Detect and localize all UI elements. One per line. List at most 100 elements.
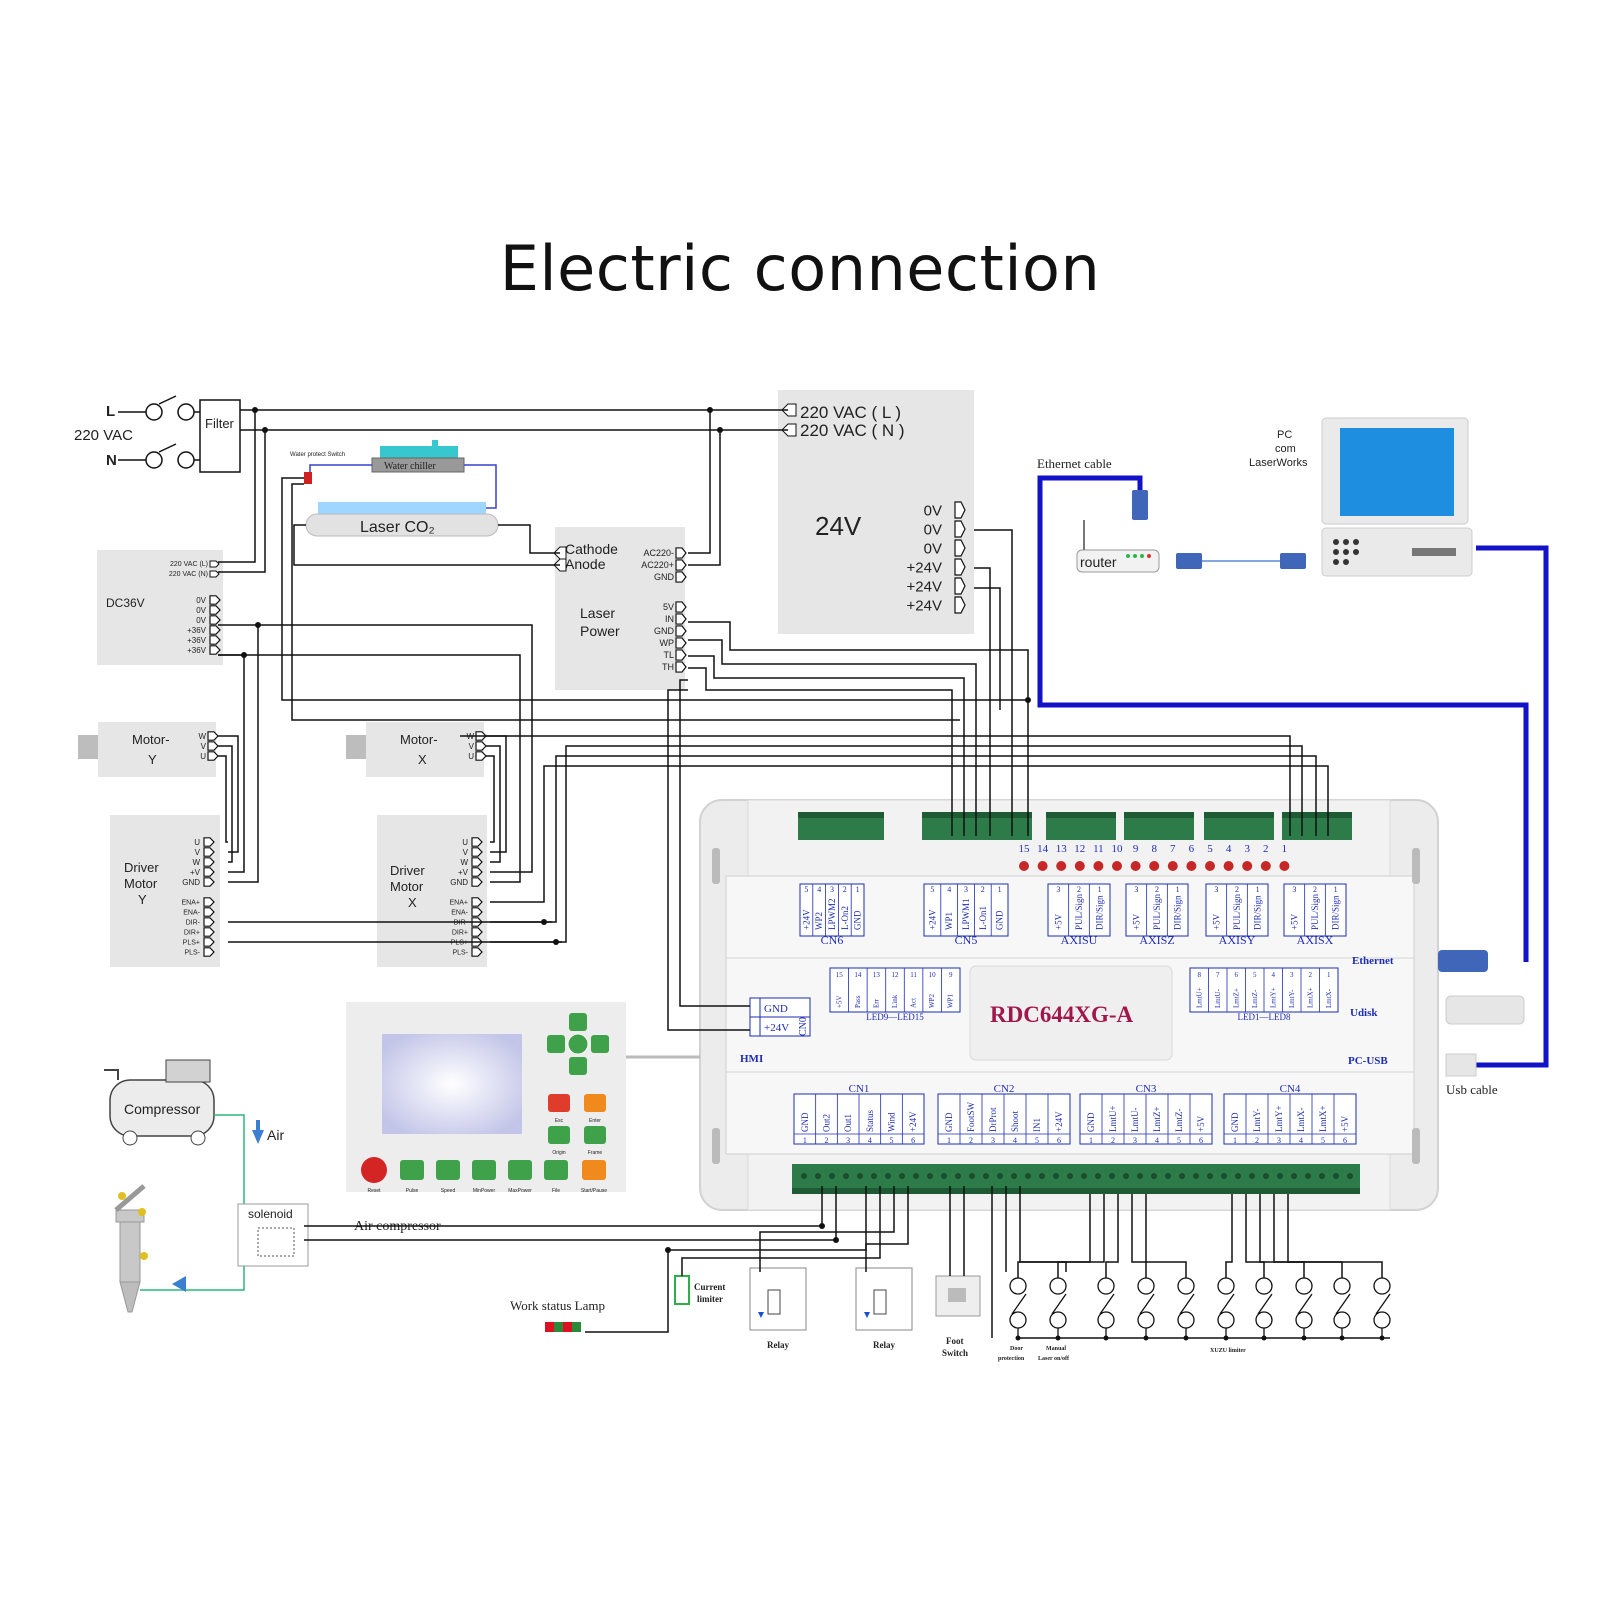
led-number: 5 [1207, 843, 1213, 855]
key-label: Speed [441, 1188, 456, 1194]
dc36-pin-label: +36V [187, 626, 207, 635]
pin-label: LmtY+ [1274, 1105, 1284, 1132]
ethernet-plug-icon [1132, 490, 1148, 520]
pin-number: 6 [1235, 971, 1239, 979]
usb-plug-icon [1445, 1053, 1477, 1077]
pin-connector-icon [475, 741, 487, 751]
pin-label: LmtU- [1214, 988, 1222, 1008]
led-indicator-icon [1149, 861, 1160, 871]
dc36-in-pin-label: 220 VAC (N) [169, 571, 208, 578]
pin-connector-icon [781, 423, 797, 437]
pin-label: LPWM1 [961, 899, 971, 931]
origin-key[interactable] [548, 1126, 570, 1144]
pin-connector-icon [471, 877, 483, 887]
panel-key[interactable] [472, 1160, 496, 1180]
pin-connector-icon [954, 577, 966, 595]
xyzu-limiter-label: XUZU limiter [1210, 1348, 1246, 1354]
dc36-pin-label: +36V [187, 646, 207, 655]
panel-key[interactable] [508, 1160, 532, 1180]
z-u-key[interactable] [567, 1033, 589, 1055]
pin-label: Out1 [843, 1114, 853, 1132]
limit-switch-icon [1255, 1277, 1273, 1341]
pin-label: +24V [1054, 1111, 1064, 1132]
dc36-pin-label: 0V [196, 616, 206, 625]
motor-y-pin-label: U [200, 752, 206, 761]
pin-number: 3 [1277, 1136, 1281, 1145]
pin-connector-icon [954, 558, 966, 576]
pin-connector-icon [954, 596, 966, 614]
driver-x-pin-label: DIR- [454, 919, 469, 926]
pin-connector-icon [209, 625, 221, 635]
pin-number: 1 [998, 885, 1002, 894]
pin-number: 4 [817, 885, 821, 894]
frame-key[interactable] [584, 1126, 606, 1144]
pin-label: Out2 [822, 1114, 832, 1132]
pin-connector-icon [203, 837, 215, 847]
driver-y-pin-label: +V [190, 868, 201, 877]
led-indicator-icon [1019, 861, 1029, 871]
connector-name: CN5 [955, 933, 978, 947]
arrow-key[interactable] [569, 1057, 587, 1075]
pin-connector-icon [209, 595, 221, 605]
pin-connector-icon [209, 570, 220, 578]
pin-number: 4 [1013, 1136, 1017, 1145]
pin-number: 2 [1155, 885, 1159, 894]
arrow-key[interactable] [569, 1013, 587, 1031]
lp-sig-pin-label: WP [660, 638, 675, 648]
led-indicator-icon [1223, 861, 1234, 871]
key-label: MaxPower [508, 1188, 532, 1194]
esc-key[interactable] [548, 1094, 570, 1112]
panel-key[interactable] [544, 1160, 568, 1180]
arrow-key[interactable] [547, 1035, 565, 1053]
pin-label: GND [944, 1112, 954, 1132]
pin-connector-icon [471, 947, 483, 957]
pin-label: DIR/Sign [1253, 895, 1263, 930]
pc-label-1: PC [1277, 429, 1292, 441]
ethernet-port-icon [1438, 950, 1488, 972]
arrow-key[interactable] [591, 1035, 609, 1053]
pc-label-2: com [1275, 443, 1296, 455]
pin-connector-icon [675, 649, 687, 661]
pin-number: 8 [1198, 971, 1202, 979]
panel-key[interactable] [400, 1160, 424, 1180]
driver-x-line2: Motor [390, 879, 424, 894]
motor-x-line2: X [418, 752, 427, 767]
pin-connector-icon [203, 927, 215, 937]
current-limiter-icon [674, 1275, 690, 1305]
pin-number: 4 [947, 885, 951, 894]
panel-key[interactable] [582, 1160, 606, 1180]
limit-switch-icon [1097, 1277, 1115, 1341]
terminal-block [1282, 818, 1352, 840]
relay-label: Relay [873, 1340, 895, 1350]
pin-number: 1 [1334, 885, 1338, 894]
psu-pin-label: +24V [907, 559, 942, 576]
reset-key[interactable] [361, 1157, 387, 1183]
switch-contact-icon [145, 403, 163, 421]
connector-name: CN4 [1280, 1083, 1301, 1095]
pin-label: GND [1230, 1112, 1240, 1132]
mains-l: L [106, 403, 115, 420]
terminal-block [922, 818, 1032, 840]
driver-x-pin-label: PLS- [452, 949, 468, 956]
key-label: MinPower [473, 1188, 496, 1194]
pin-connector-icon [471, 927, 483, 937]
panel-key[interactable] [436, 1160, 460, 1180]
chiller-top-icon [380, 446, 458, 458]
computer-case-icon [1321, 527, 1473, 577]
driver-y-pin-label: ENA- [183, 909, 200, 916]
pin-connector-icon [471, 897, 483, 907]
psu-in-n: 220 VAC ( N ) [800, 421, 905, 440]
key-label: Esc [555, 1118, 564, 1124]
led-indicator-icon [1112, 861, 1122, 871]
motor-y-pin-label: V [201, 742, 207, 751]
led-block: 8LmtU+7LmtU-6LmtZ+5LmtZ-4LmtY+3LmtY-2Lmt… [1189, 967, 1339, 1022]
pin-number: 5 [1321, 1136, 1325, 1145]
enter-key[interactable] [584, 1094, 606, 1112]
key-label: Enter [589, 1118, 601, 1124]
pin-number: 3 [1133, 1136, 1137, 1145]
lp-sig-pin-label: IN [665, 614, 674, 624]
pin-connector-icon [203, 847, 215, 857]
pin-label: DrProt [988, 1107, 998, 1132]
